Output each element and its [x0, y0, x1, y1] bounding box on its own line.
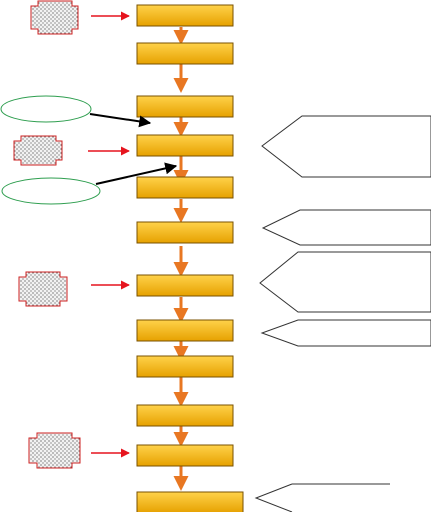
input-oval [1, 177, 101, 205]
input-cross-shape [18, 271, 68, 307]
process-steps [136, 4, 244, 512]
process-step-box [136, 274, 234, 297]
input-cross-shape [13, 135, 63, 166]
callout-shape [260, 319, 431, 347]
callouts [254, 115, 431, 512]
input-cross-shape [30, 0, 79, 35]
oval-arrow [89, 113, 152, 128]
process-step-box [136, 491, 244, 512]
process-step-box [136, 404, 234, 427]
input-oval [0, 95, 92, 123]
callout-shape [261, 209, 431, 246]
process-step-box [136, 221, 234, 244]
process-step-box [136, 176, 234, 199]
input-shapes [13, 0, 81, 469]
oval-arrow [95, 162, 178, 185]
process-step-box [136, 4, 234, 27]
input-arrows [88, 11, 130, 458]
process-step-box [136, 444, 234, 467]
input-cross-shape [28, 432, 81, 469]
process-step-box [136, 42, 234, 65]
callout-shape [254, 483, 390, 512]
oval-inputs [0, 95, 178, 205]
process-step-box [136, 95, 234, 118]
process-step-box [136, 134, 234, 157]
callout-shape [261, 115, 431, 178]
callout-shape [259, 251, 431, 313]
process-step-box [136, 355, 234, 378]
process-step-box [136, 319, 234, 342]
